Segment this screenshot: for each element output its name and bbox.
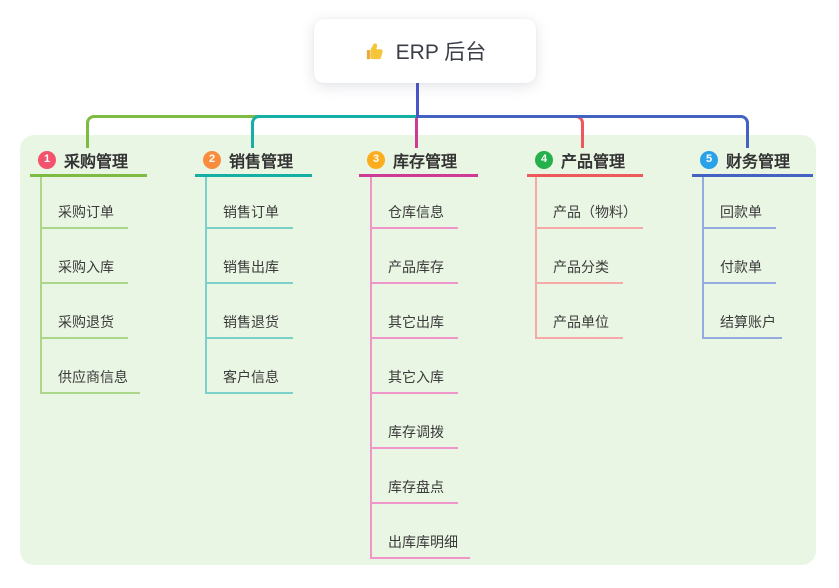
connector-branch-5 (417, 115, 749, 148)
connector-branch-3 (415, 117, 418, 148)
branch-title-label: 产品管理 (561, 153, 626, 171)
branch-title-sales[interactable]: 2 销售管理 (195, 145, 312, 177)
child-node[interactable]: 结算账户 (702, 310, 782, 339)
child-node[interactable]: 销售订单 (205, 200, 293, 229)
child-node[interactable]: 出库库明细 (370, 530, 470, 559)
branch-title-label: 财务管理 (726, 153, 791, 171)
child-node[interactable]: 仓库信息 (370, 200, 458, 229)
child-node[interactable]: 采购订单 (40, 200, 128, 229)
child-node[interactable]: 采购入库 (40, 255, 128, 284)
child-node[interactable]: 产品（物料） (535, 200, 643, 229)
child-node[interactable]: 回款单 (702, 200, 776, 229)
child-node[interactable]: 库存调拨 (370, 420, 458, 449)
child-node[interactable]: 其它出库 (370, 310, 458, 339)
child-node[interactable]: 采购退货 (40, 310, 128, 339)
branch-number-badge: 2 (203, 150, 221, 169)
branch-trunk-line (205, 175, 207, 394)
branch-title-finance[interactable]: 5 财务管理 (692, 145, 813, 177)
branch-number-badge: 4 (535, 150, 553, 169)
branch-trunk-line (370, 175, 372, 559)
root-label: ERP 后台 (395, 41, 487, 64)
child-node[interactable]: 付款单 (702, 255, 776, 284)
branch-number-badge: 5 (700, 150, 718, 169)
child-node[interactable]: 产品单位 (535, 310, 623, 339)
child-node[interactable]: 产品库存 (370, 255, 458, 284)
branch-trunk-line (535, 175, 537, 339)
child-node[interactable]: 供应商信息 (40, 365, 140, 394)
branch-title-purchase[interactable]: 1 采购管理 (30, 145, 147, 177)
thumbs-up-icon (364, 40, 387, 63)
child-node[interactable]: 库存盘点 (370, 475, 458, 504)
branch-title-label: 销售管理 (229, 153, 294, 171)
child-node[interactable]: 销售退货 (205, 310, 293, 339)
branches-panel (20, 135, 816, 565)
child-node[interactable]: 客户信息 (205, 365, 293, 394)
branch-number-badge: 3 (367, 150, 385, 169)
child-node[interactable]: 其它入库 (370, 365, 458, 394)
root-connector (416, 82, 419, 118)
branch-title-inventory[interactable]: 3 库存管理 (359, 145, 478, 177)
branch-title-label: 库存管理 (393, 153, 458, 171)
root-node[interactable]: ERP 后台 (314, 19, 536, 83)
branch-title-product[interactable]: 4 产品管理 (527, 145, 643, 177)
branch-title-label: 采购管理 (64, 153, 129, 171)
branch-trunk-line (40, 175, 42, 394)
connector-branch-2 (251, 115, 417, 148)
child-node[interactable]: 销售出库 (205, 255, 293, 284)
branch-trunk-line (702, 175, 704, 339)
connector-branch-1 (86, 115, 417, 148)
branch-number-badge: 1 (38, 150, 56, 169)
child-node[interactable]: 产品分类 (535, 255, 623, 284)
